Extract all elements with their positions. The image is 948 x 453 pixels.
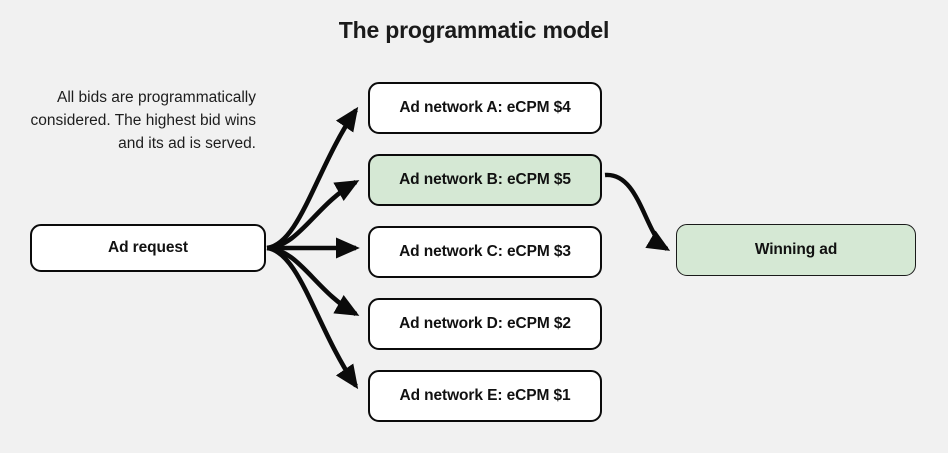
node-ad-network-e[interactable]: Ad network E: eCPM $1 [368, 370, 602, 422]
node-ad-network-a[interactable]: Ad network A: eCPM $4 [368, 82, 602, 134]
arrow-network-b-to-winning-ad [604, 172, 671, 251]
node-ad-network-c[interactable]: Ad network C: eCPM $3 [368, 226, 602, 278]
node-ad-network-b[interactable]: Ad network B: eCPM $5 [368, 154, 602, 206]
node-winning-ad[interactable]: Winning ad [676, 224, 916, 276]
diagram-caption: All bids are programmatically considered… [30, 89, 256, 152]
page-title: The programmatic model [338, 17, 610, 43]
arrow-ad-request-to-network-d [266, 245, 360, 317]
arrow-ad-request-to-network-e [266, 245, 359, 390]
arrow-ad-request-to-network-b [266, 179, 360, 251]
arrow-ad-request-to-network-a [266, 106, 359, 251]
node-ad-network-d[interactable]: Ad network D: eCPM $2 [368, 298, 602, 350]
node-ad-request[interactable]: Ad request [30, 224, 266, 272]
